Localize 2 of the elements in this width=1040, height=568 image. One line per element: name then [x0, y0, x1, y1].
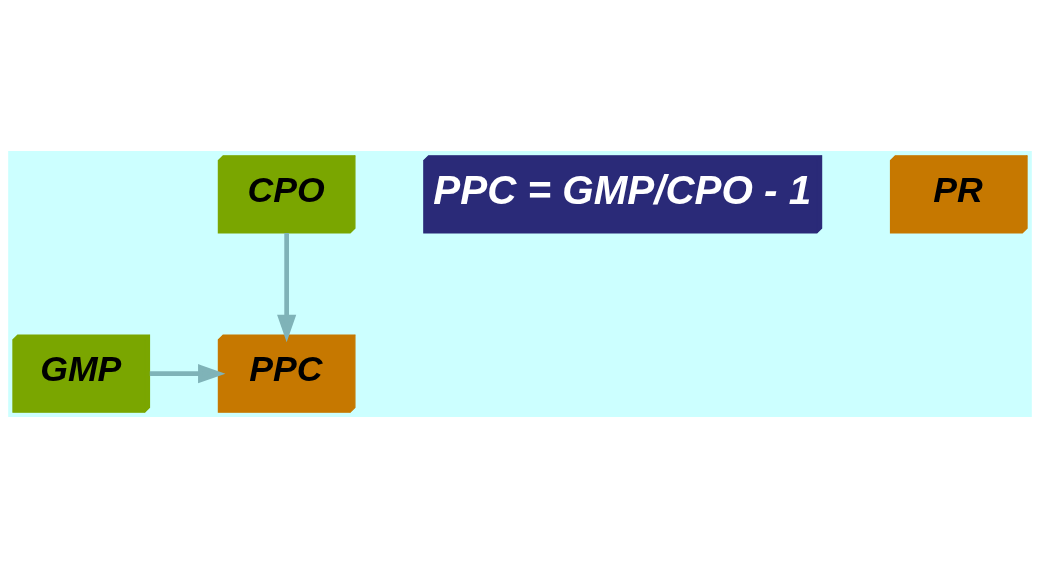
arrow	[277, 233, 297, 343]
arrow	[149, 364, 226, 384]
